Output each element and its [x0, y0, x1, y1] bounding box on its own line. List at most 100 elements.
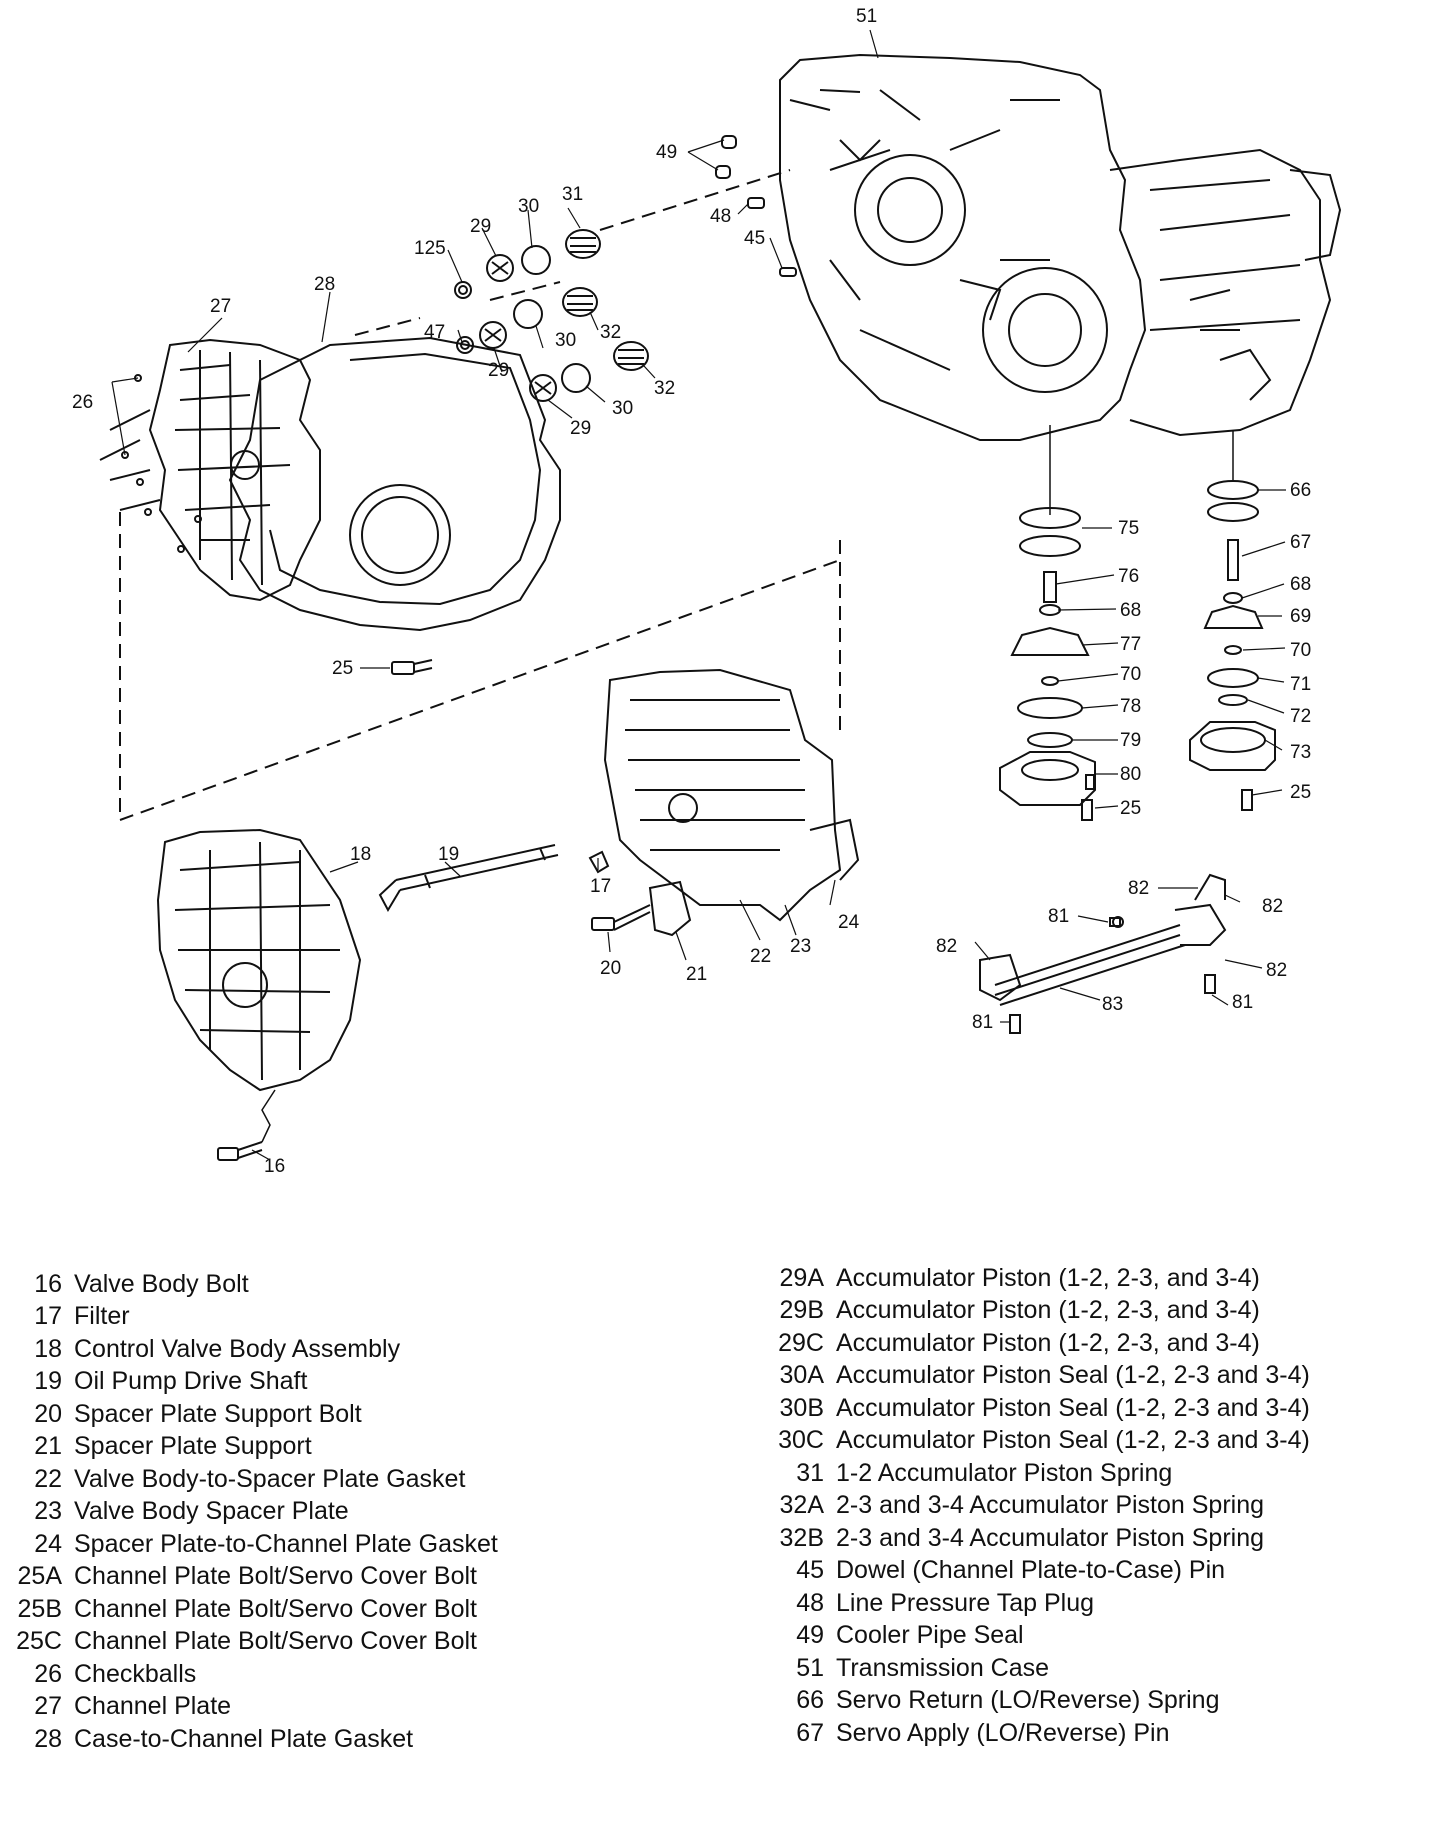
legend-num: 27 — [34, 1692, 62, 1721]
legend-name: Cooler Pipe Seal — [836, 1621, 1024, 1650]
callout-20: 20 — [600, 958, 621, 979]
leader-lines — [111, 29, 1286, 1161]
callout-81a: 81 — [1048, 906, 1069, 927]
servo-left-stack-drawing — [999, 507, 1096, 821]
legend-num: 30C — [778, 1426, 824, 1455]
legend-num: 16 — [34, 1269, 62, 1298]
oil-pump-drive-shaft-drawing — [378, 844, 559, 913]
legend-num: 29A — [779, 1263, 824, 1292]
callout-83: 83 — [1102, 994, 1123, 1015]
legend-num: 25C — [16, 1627, 62, 1656]
callout-19: 19 — [438, 844, 459, 865]
legend-name: 1-2 Accumulator Piston Spring — [836, 1458, 1173, 1487]
callout-82b: 82 — [1262, 896, 1283, 917]
legend-num: 29C — [778, 1328, 824, 1357]
legend-name: Channel Plate Bolt/Servo Cover Bolt — [74, 1627, 477, 1656]
legend-num: 23 — [34, 1497, 62, 1526]
transmission-case-drawing — [779, 53, 1342, 441]
dowel-pin-drawing — [779, 267, 797, 277]
callout-70b: 70 — [1290, 640, 1311, 661]
callout-79: 79 — [1120, 730, 1141, 751]
legend-num: 25A — [17, 1562, 62, 1591]
callout-51: 51 — [856, 6, 877, 27]
callout-72: 72 — [1290, 706, 1311, 727]
callout-26: 26 — [72, 392, 93, 413]
legend-num: 19 — [34, 1367, 62, 1396]
legend-item: 25C Channel Plate Bolt/Servo Cover Bolt — [0, 1626, 600, 1659]
legend-num: 31 — [796, 1458, 824, 1487]
legend-num: 26 — [34, 1659, 62, 1688]
callout-29a: 29 — [470, 216, 491, 237]
legend-name: Control Valve Body Assembly — [74, 1334, 401, 1363]
callout-32b: 32 — [654, 378, 675, 399]
callout-30a: 30 — [518, 196, 539, 217]
channel-plate-bolt-drawing — [391, 659, 433, 675]
callout-73: 73 — [1290, 742, 1311, 763]
valve-body-bolt-drawing — [217, 1089, 276, 1161]
callout-69: 69 — [1290, 606, 1311, 627]
legend-name: Servo Apply (LO/Reverse) Pin — [836, 1718, 1170, 1747]
accumulator-parts-drawing — [454, 229, 649, 402]
legend-num: 18 — [34, 1334, 62, 1363]
valve-body-spacer-plate-drawing — [603, 668, 860, 922]
callout-32a: 32 — [600, 322, 621, 343]
callout-23: 23 — [790, 936, 811, 957]
legend-num: 29B — [779, 1296, 824, 1325]
filter-drawing — [588, 850, 610, 874]
legend-name: Channel Plate Bolt/Servo Cover Bolt — [74, 1562, 477, 1591]
callout-66: 66 — [1290, 480, 1311, 501]
legend-num: 48 — [796, 1588, 824, 1617]
callout-labels: 51 49 48 45 31 30 29 125 28 27 26 47 32 … — [72, 6, 1311, 1177]
legend-num: 28 — [34, 1724, 62, 1753]
legend-name: Accumulator Piston Seal (1-2, 2-3 and 3-… — [836, 1393, 1310, 1422]
callout-17: 17 — [590, 876, 611, 897]
legend-item: 30B Accumulator Piston Seal (1-2, 2-3 and… — [740, 1392, 1440, 1425]
callout-30b: 30 — [555, 330, 576, 351]
legend-num: 21 — [34, 1432, 62, 1461]
legend-name: Accumulator Piston (1-2, 2-3, and 3-4) — [836, 1263, 1260, 1292]
legend-item: 25A Channel Plate Bolt/Servo Cover Bolt — [0, 1561, 600, 1594]
callout-48: 48 — [710, 206, 731, 227]
legend-name: 2-3 and 3-4 Accumulator Piston Spring — [836, 1523, 1265, 1552]
legend-name: Spacer Plate Support Bolt — [74, 1399, 362, 1428]
legend-name: Line Pressure Tap Plug — [836, 1588, 1095, 1617]
legend-item: 18 Control Valve Body Assembly — [0, 1333, 600, 1366]
callout-125: 125 — [414, 238, 446, 259]
parts-legend-right: 29A Accumulator Piston (1-2, 2-3, and 3-4… — [740, 1262, 1440, 1750]
callout-82c: 82 — [936, 936, 957, 957]
legend-item: 48 Line Pressure Tap Plug — [740, 1587, 1440, 1620]
callout-29c: 29 — [570, 418, 591, 439]
legend-num: 32B — [779, 1523, 824, 1552]
legend-name: Valve Body Bolt — [74, 1269, 249, 1298]
callout-71: 71 — [1290, 674, 1311, 695]
callout-68b: 68 — [1290, 574, 1311, 595]
callout-78: 78 — [1120, 696, 1141, 717]
callout-28: 28 — [314, 274, 335, 295]
legend-name: Checkballs — [74, 1659, 197, 1688]
callout-22: 22 — [750, 946, 771, 967]
callout-68a: 68 — [1120, 600, 1141, 621]
spacer-plate-support-drawing — [591, 880, 692, 937]
callout-80: 80 — [1120, 764, 1141, 785]
legend-item: 26 Checkballs — [0, 1658, 600, 1691]
legend-num: 17 — [34, 1302, 62, 1331]
callout-82a: 82 — [1128, 878, 1149, 899]
callout-31: 31 — [562, 184, 583, 205]
legend-num: 30B — [779, 1393, 824, 1422]
callout-45: 45 — [744, 228, 765, 249]
legend-num: 25B — [17, 1594, 62, 1623]
legend-item: 31 1-2 Accumulator Piston Spring — [740, 1457, 1440, 1490]
callout-30c: 30 — [612, 398, 633, 419]
callout-24: 24 — [838, 912, 860, 933]
channel-plate-drawing — [99, 338, 321, 602]
legend-name: Filter — [74, 1302, 130, 1331]
